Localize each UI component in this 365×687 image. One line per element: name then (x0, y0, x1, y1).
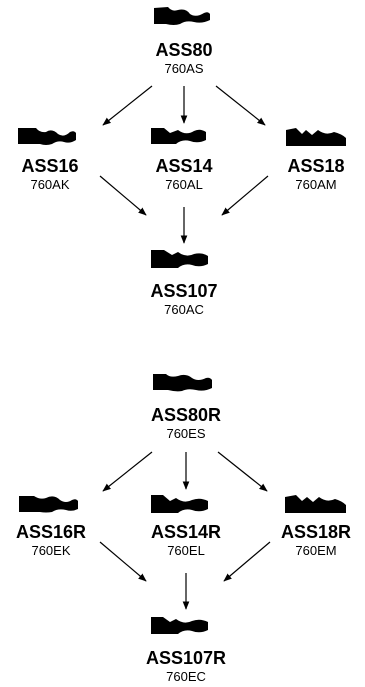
node-name: ASS16R (15, 522, 87, 542)
node-ass18r: ASS18R 760EM (256, 522, 365, 559)
node-code: 760AC (164, 302, 204, 317)
edge-arrow (99, 541, 147, 582)
node-name: ASS16 (21, 156, 79, 176)
node-ass107: ASS107 760AC (124, 281, 244, 318)
node-name: ASS80 (155, 40, 213, 60)
edge-arrow (223, 541, 271, 582)
profile-shape-icon (18, 128, 76, 145)
node-code: 760AS (164, 61, 204, 76)
edge-arrow (217, 451, 268, 492)
node-ass16r: ASS16R 760EK (0, 522, 111, 559)
node-ass16: ASS16 760AK (0, 156, 110, 193)
node-code: 760AM (295, 177, 337, 192)
profile-shape-icon (153, 374, 212, 392)
node-name: ASS107 (150, 281, 218, 301)
edge-arrow (99, 175, 147, 216)
node-ass80: ASS80 760AS (124, 40, 244, 77)
node-name: ASS107R (145, 648, 227, 668)
edge-arrow (221, 175, 269, 216)
profile-shape-icon (154, 7, 210, 25)
node-ass107r: ASS107R 760EC (126, 648, 246, 685)
node-code: 760AK (30, 177, 70, 192)
node-name: ASS80R (150, 405, 222, 425)
node-code: 760EM (295, 543, 337, 558)
edge-arrow (215, 85, 266, 126)
node-code: 760EK (31, 543, 71, 558)
profile-shape-icon (151, 128, 206, 144)
edge-arrow (102, 85, 153, 126)
node-code: 760ES (166, 426, 206, 441)
profile-shape-icon (151, 495, 208, 513)
profile-shape-icon (151, 617, 208, 634)
node-name: ASS18R (280, 522, 352, 542)
node-code: 760AL (165, 177, 203, 192)
profile-shape-icon (286, 128, 346, 146)
node-ass14: ASS14 760AL (124, 156, 244, 193)
node-code: 760EC (166, 669, 206, 684)
node-ass80r: ASS80R 760ES (126, 405, 246, 442)
profile-shape-icon (19, 496, 78, 513)
profile-shape-icon (285, 495, 346, 513)
node-name: ASS14R (150, 522, 222, 542)
profile-shape-icon (151, 250, 208, 268)
node-name: ASS14 (155, 156, 213, 176)
node-ass18: ASS18 760AM (256, 156, 365, 193)
node-ass14r: ASS14R 760EL (126, 522, 246, 559)
node-name: ASS18 (287, 156, 345, 176)
node-code: 760EL (167, 543, 205, 558)
edge-arrow (102, 451, 153, 492)
